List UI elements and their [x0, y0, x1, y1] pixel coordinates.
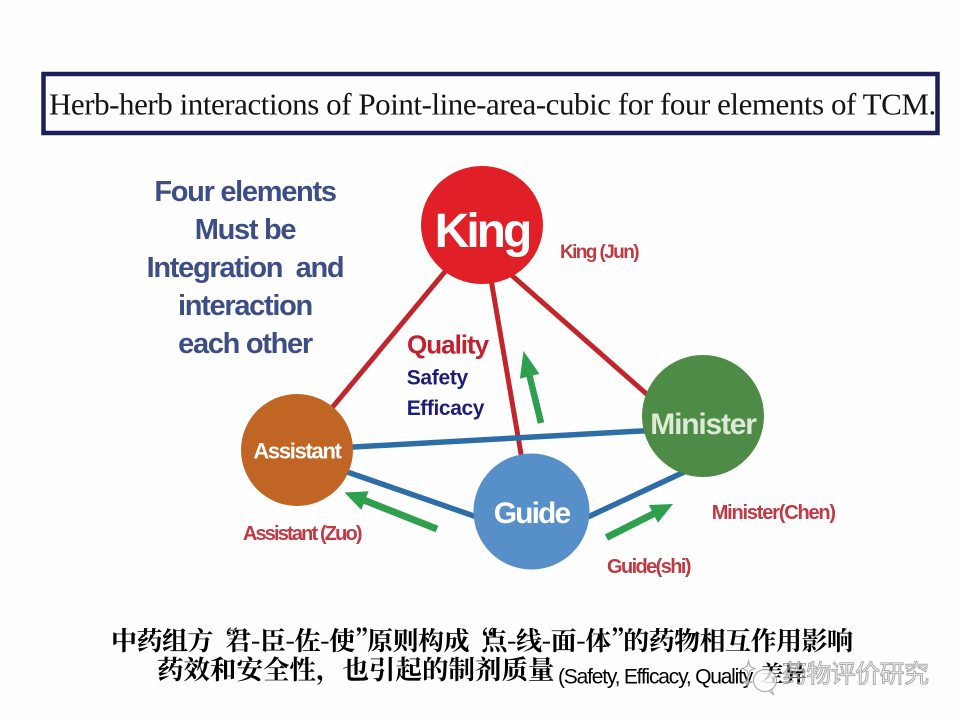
svg-text:Assistant (Zuo): Assistant (Zuo) — [243, 523, 362, 545]
svg-text:Minister: Minister — [650, 408, 757, 441]
svg-text:Must be: Must be — [195, 214, 297, 246]
svg-text:Integration and: Integration and — [147, 252, 344, 284]
svg-text:Herb-herb interactions of Poin: Herb-herb interactions of Point-line-are… — [49, 87, 936, 122]
svg-text:Efficacy: Efficacy — [407, 397, 485, 420]
svg-text:Safety: Safety — [407, 367, 469, 390]
svg-text:Four elements: Four elements — [154, 176, 335, 208]
svg-text:Guide(shi): Guide(shi) — [607, 556, 691, 578]
svg-text:(Safety, Efficacy, Quality: (Safety, Efficacy, Quality — [558, 666, 754, 689]
svg-text:Guide: Guide — [494, 497, 571, 530]
svg-text:interaction: interaction — [178, 290, 312, 322]
svg-text:Assistant: Assistant — [253, 439, 342, 464]
svg-text:each other: each other — [178, 328, 313, 360]
svg-text:Quality: Quality — [407, 330, 490, 360]
svg-text:King (Jun): King (Jun) — [560, 242, 639, 263]
svg-text:Minister(Chen): Minister(Chen) — [712, 502, 836, 524]
svg-text:King: King — [435, 205, 530, 258]
